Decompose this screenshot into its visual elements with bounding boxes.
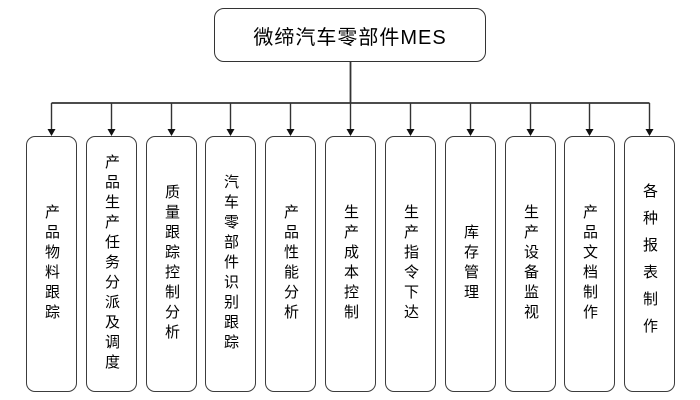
module-node-document-creation: 产品文档制作 (564, 136, 615, 392)
module-node-label: 汽车零部件识别跟踪 (222, 174, 239, 354)
root-node: 微缔汽车零部件MES (214, 8, 486, 62)
module-node-material-tracking: 产品物料跟踪 (26, 136, 77, 392)
module-node-label: 产品生产任务分派及调度 (103, 154, 120, 374)
root-node-label: 微缔汽车零部件MES (253, 26, 447, 49)
module-node-label: 生产成本控制 (342, 204, 359, 324)
module-node-report-creation: 各种报表制作 (624, 136, 675, 392)
module-node-label: 产品文档制作 (581, 204, 598, 324)
module-node-label: 质量跟踪控制分析 (163, 184, 180, 344)
module-node-label: 生产指令下达 (402, 204, 419, 324)
module-node-cost-control: 生产成本控制 (325, 136, 376, 392)
module-node-label: 各种报表制作 (641, 183, 658, 345)
module-node-part-identification: 汽车零部件识别跟踪 (205, 136, 256, 392)
module-node-quality-tracking: 质量跟踪控制分析 (146, 136, 197, 392)
module-node-performance-analysis: 产品性能分析 (265, 136, 316, 392)
module-node-equipment-monitoring: 生产设备监视 (505, 136, 556, 392)
module-node-order-issuing: 生产指令下达 (385, 136, 436, 392)
module-node-task-dispatch: 产品生产任务分派及调度 (86, 136, 137, 392)
module-node-label: 生产设备监视 (522, 204, 539, 324)
module-node-label: 产品物料跟踪 (43, 204, 60, 324)
module-node-inventory-management: 库存管理 (445, 136, 496, 392)
module-node-label: 产品性能分析 (282, 204, 299, 324)
module-node-label: 库存管理 (462, 224, 479, 304)
